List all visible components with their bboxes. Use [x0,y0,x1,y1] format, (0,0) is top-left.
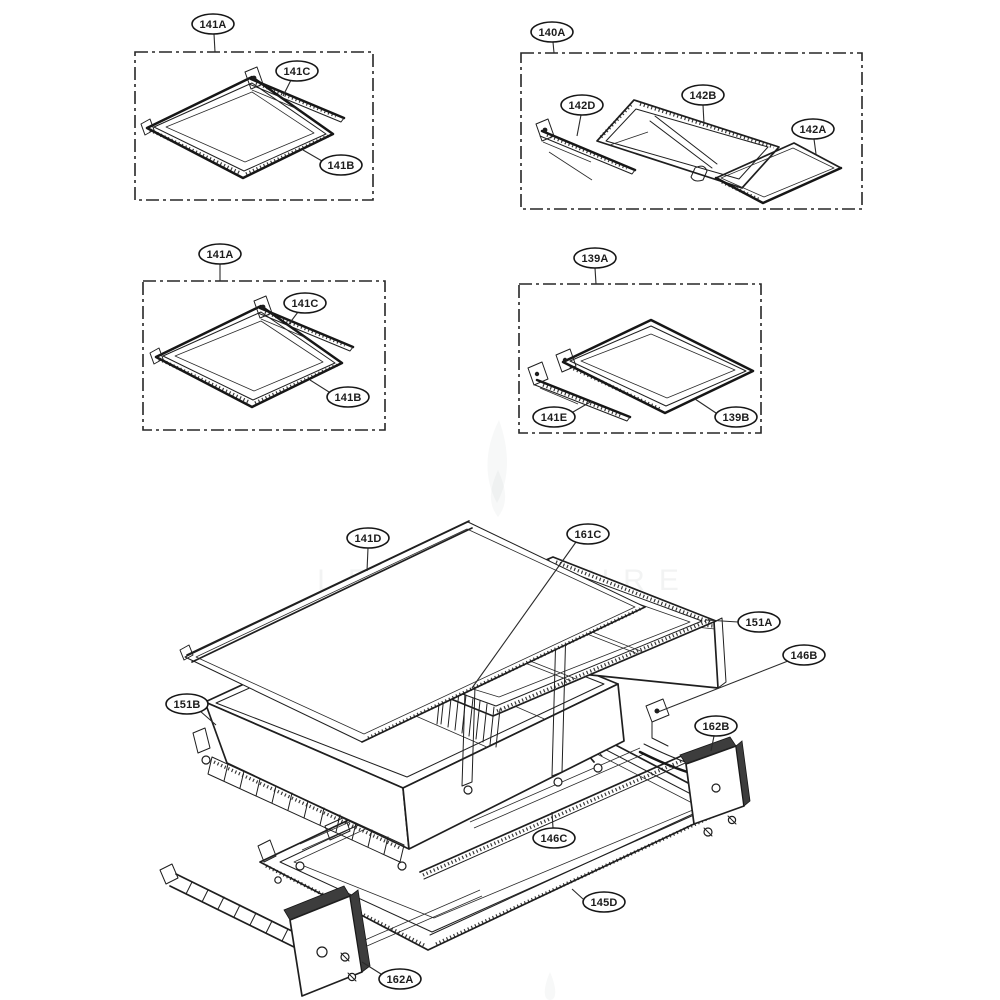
callout-141D: 141D [346,527,390,572]
part-shelf-141B-mid-drawing [148,304,344,409]
svg-text:145D: 145D [590,897,617,909]
callout-139A: 139A [573,247,617,285]
part-bracket-162B-drawing [679,736,751,837]
svg-text:139B: 139B [722,412,749,424]
callout-146C: 146C [532,811,576,849]
group-box-139A [518,283,762,434]
callout-141B-top: 141B [302,149,363,176]
part-glass-142A-drawing [714,142,843,205]
svg-text:141D: 141D [354,533,381,545]
svg-text:141C: 141C [291,298,318,310]
svg-text:141A: 141A [199,19,226,31]
callout-142D: 142D [560,94,604,137]
callout-141E: 141E [532,400,593,428]
svg-text:142A: 142A [799,124,826,136]
svg-text:146B: 146B [790,650,817,662]
group-box-140A [520,52,863,210]
part-glass-141D-drawing [179,520,646,743]
callout-151A: 151A [705,611,781,633]
callout-141B-mid: 141B [309,379,370,408]
callout-141A-mid: 141A [198,243,242,281]
svg-text:142B: 142B [689,90,716,102]
callout-141C-top: 141C [275,60,319,97]
part-shelf-139B-drawing [555,318,755,415]
part-shelf-141B-top-drawing [139,75,335,180]
callout-142B: 142B [681,84,725,125]
svg-text:162A: 162A [386,974,413,986]
part-frame-142B-drawing [596,99,780,189]
svg-text:161C: 161C [574,529,601,541]
svg-text:139A: 139A [581,253,608,265]
group-box-141A-mid [142,280,386,431]
callout-162A: 162A [361,961,422,990]
callout-161C: 161C [471,523,610,689]
part-rail-142D-drawing [534,117,637,181]
svg-text:141B: 141B [334,392,361,404]
svg-text:142D: 142D [568,100,595,112]
part-rail-141E-drawing [527,361,632,422]
svg-text:141A: 141A [206,249,233,261]
svg-text:141E: 141E [541,412,568,424]
svg-text:146C: 146C [540,833,567,845]
callout-151B: 151B [165,693,217,726]
callout-145D: 145D [571,888,626,913]
svg-text:140A: 140A [538,27,565,39]
callout-141A-top: 141A [191,13,235,53]
part-slide-hook-146B-drawing [645,698,670,747]
group-box-141A-top [134,51,374,201]
svg-text:162B: 162B [702,721,729,733]
svg-text:141B: 141B [327,160,354,172]
callout-140A: 140A [530,21,574,54]
svg-text:151A: 151A [745,617,772,629]
callout-141C-mid: 141C [283,292,327,325]
callout-142A: 142A [791,118,835,155]
callout-162B: 162B [694,715,738,752]
part-bracket-162A-drawing [159,863,483,997]
callout-146B: 146B [657,644,826,713]
callout-139B: 139B [694,398,758,428]
svg-text:141C: 141C [283,66,310,78]
svg-text:151B: 151B [173,699,200,711]
